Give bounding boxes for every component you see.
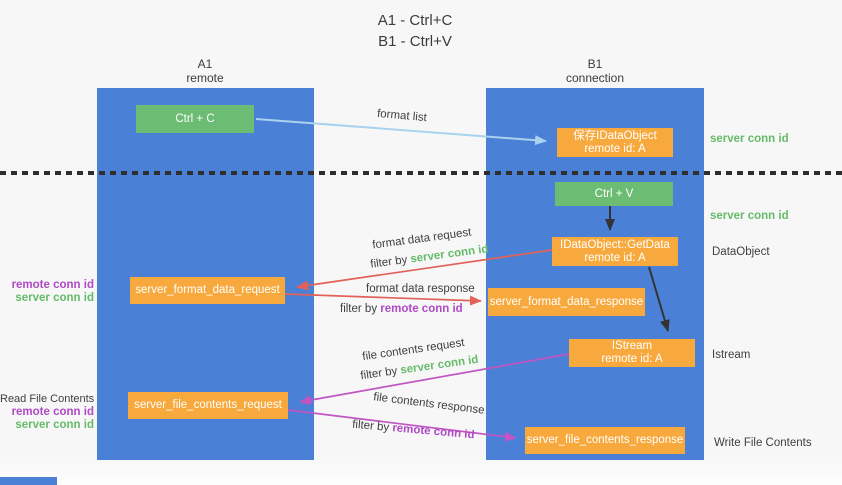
title-line-1: A1 - Ctrl+C: [377, 12, 453, 29]
remote-conn-id-label-2: remote conn id: [11, 406, 94, 418]
lifeline-b1-name: B1: [587, 57, 603, 71]
format-list-label: format list: [376, 107, 428, 125]
istream-side-label: Istream: [712, 349, 751, 361]
save-dataobject-box: 保存IDataObject remote id: A: [557, 128, 673, 157]
filter-by-prefix: filter by: [359, 364, 402, 383]
filter-by-prefix: filter by: [340, 303, 381, 315]
filter-by-remote-label-1: filter by remote conn id: [340, 303, 463, 315]
server-file-contents-request-box: server_file_contents_request: [128, 392, 288, 419]
server-format-data-request-label: server_format_data_request: [135, 284, 280, 296]
server-format-data-request-box: server_format_data_request: [130, 277, 285, 304]
dataobject-label: DataObject: [712, 246, 770, 258]
ctrl-c-box: Ctrl + C: [136, 105, 254, 133]
save-dataobject-line2: remote id: A: [584, 142, 646, 155]
filter-by-server-value: server conn id: [399, 353, 480, 377]
server-format-data-response-box: server_format_data_response: [488, 288, 645, 316]
ctrl-v-box: Ctrl + V: [555, 182, 673, 206]
filter-by-remote-value: remote conn id: [391, 422, 475, 442]
filter-by-remote-label-2: filter by remote conn id: [352, 419, 475, 442]
diagram-title: A1 - Ctrl+C B1 - Ctrl+V: [320, 10, 510, 52]
remote-conn-id-label-1: remote conn id: [11, 279, 94, 291]
server-file-contents-response-box: server_file_contents_response: [525, 427, 685, 454]
server-conn-id-label-left-2: server conn id: [15, 419, 94, 431]
lifeline-a1-role: remote: [186, 71, 224, 85]
filter-by-server-value: server conn id: [409, 243, 490, 266]
filter-by-remote-value: remote conn id: [380, 303, 463, 315]
filter-by-prefix: filter by: [351, 418, 393, 435]
lifeline-b1-role: connection: [565, 71, 625, 85]
write-file-contents-label: Write File Contents: [714, 437, 812, 449]
title-line-2: B1 - Ctrl+V: [378, 33, 452, 50]
server-conn-id-label-top: server conn id: [710, 133, 789, 145]
getdata-box: IDataObject::GetData remote id: A: [552, 237, 678, 266]
arrow-format-data-response: [284, 293, 482, 306]
ctrl-c-label: Ctrl + C: [175, 112, 215, 125]
lifeline-a1-name: A1: [197, 57, 213, 71]
istream-box: IStream remote id: A: [569, 339, 695, 367]
server-file-contents-request-label: server_file_contents_request: [134, 399, 282, 411]
server-file-contents-response-label: server_file_contents_response: [526, 434, 684, 446]
filter-by-prefix: filter by: [369, 253, 412, 271]
bottom-left-window-edge: [0, 477, 57, 485]
file-contents-response-label: file contents response: [372, 391, 486, 417]
format-data-response-label: format data response: [366, 283, 475, 295]
getdata-line2: remote id: A: [584, 251, 646, 264]
read-file-contents-label: Read File Contents: [0, 393, 95, 405]
save-dataobject-line1: 保存IDataObject: [573, 129, 657, 142]
istream-line2: remote id: A: [601, 353, 663, 365]
istream-line1: IStream: [611, 340, 653, 352]
lifeline-header-a1: A1 remote: [145, 57, 265, 85]
server-conn-id-label-mid: server conn id: [710, 210, 789, 222]
lifeline-header-b1: B1 connection: [535, 57, 655, 85]
server-format-data-response-label: server_format_data_response: [489, 295, 644, 308]
ctrl-v-label: Ctrl + V: [594, 187, 634, 200]
server-conn-id-label-left-1: server conn id: [15, 292, 94, 304]
getdata-line1: IDataObject::GetData: [560, 238, 670, 251]
